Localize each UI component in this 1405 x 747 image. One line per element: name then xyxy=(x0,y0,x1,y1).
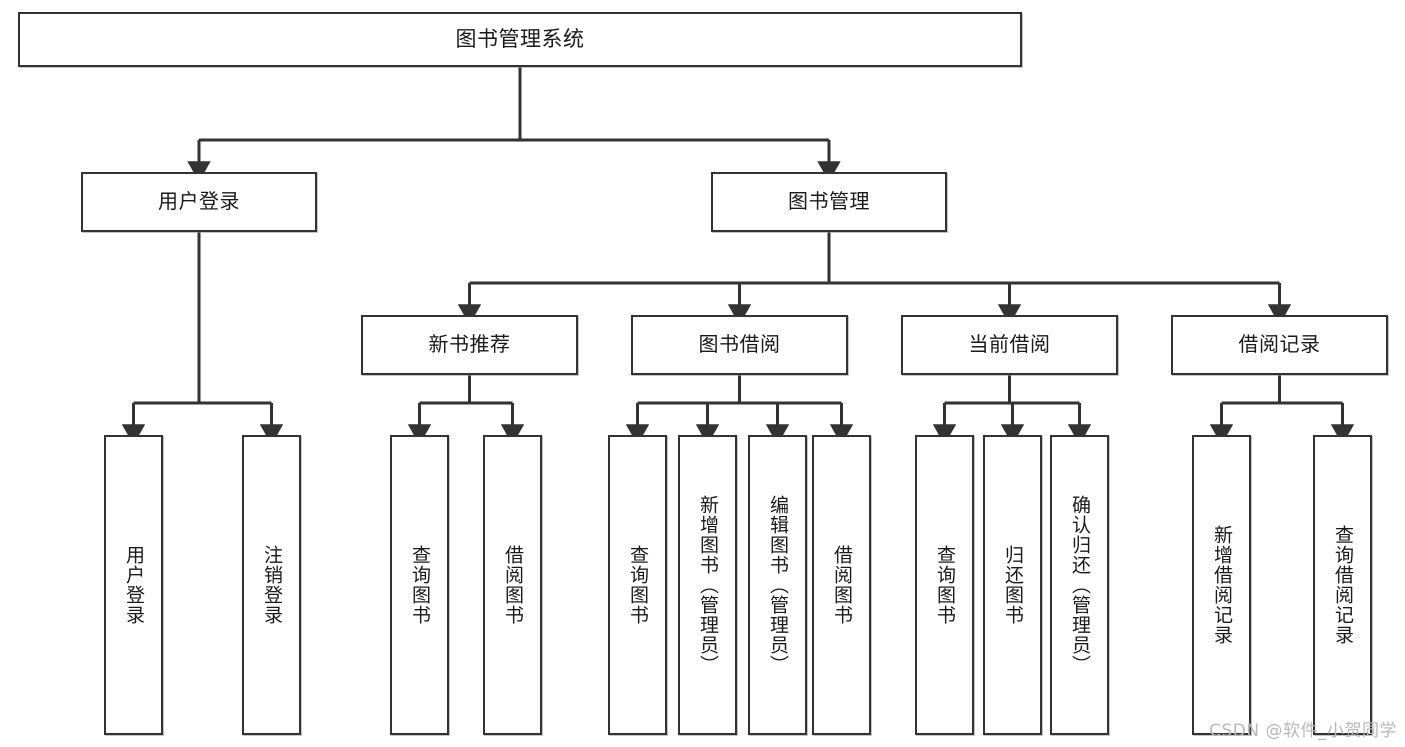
node-current-borrow-label: 当前借阅 xyxy=(968,332,1051,357)
node-leaf-add-book-admin-label: 新增图书（管理员） xyxy=(697,495,719,675)
node-book-borrow-label: 图书借阅 xyxy=(698,332,781,357)
node-new-book-recommend-label: 新书推荐 xyxy=(428,332,511,357)
node-leaf-borrow-book-rec[interactable]: 借阅图书 xyxy=(483,435,542,735)
node-leaf-user-login[interactable]: 用户登录 xyxy=(104,435,163,735)
node-leaf-query-book-cur[interactable]: 查询图书 xyxy=(915,435,974,735)
node-leaf-borrow-book-bor[interactable]: 借阅图书 xyxy=(812,435,871,735)
node-user-login[interactable]: 用户登录 xyxy=(81,172,317,232)
node-leaf-query-book-rec-label: 查询图书 xyxy=(409,545,431,625)
node-leaf-add-borrow-record-label: 新增借阅记录 xyxy=(1211,525,1233,645)
node-new-book-recommend[interactable]: 新书推荐 xyxy=(361,315,578,375)
node-leaf-return-book[interactable]: 归还图书 xyxy=(983,435,1042,735)
node-root-label: 图书管理系统 xyxy=(455,27,585,52)
node-borrow-record-label: 借阅记录 xyxy=(1238,332,1321,357)
node-leaf-user-login-label: 用户登录 xyxy=(123,545,145,625)
node-leaf-user-logout[interactable]: 注销登录 xyxy=(242,435,301,735)
node-book-manage-label: 图书管理 xyxy=(788,189,870,214)
node-root[interactable]: 图书管理系统 xyxy=(18,12,1022,67)
node-leaf-borrow-book-rec-label: 借阅图书 xyxy=(502,545,524,625)
node-leaf-borrow-book-bor-label: 借阅图书 xyxy=(831,545,853,625)
node-leaf-add-book-admin[interactable]: 新增图书（管理员） xyxy=(678,435,737,735)
node-leaf-edit-book-admin-label: 编辑图书（管理员） xyxy=(767,495,789,675)
node-leaf-confirm-return-admin-label: 确认归还（管理员） xyxy=(1069,495,1091,675)
node-book-borrow[interactable]: 图书借阅 xyxy=(631,315,848,375)
node-leaf-query-borrow-record[interactable]: 查询借阅记录 xyxy=(1313,435,1372,735)
node-book-manage[interactable]: 图书管理 xyxy=(711,172,947,232)
node-leaf-edit-book-admin[interactable]: 编辑图书（管理员） xyxy=(748,435,807,735)
node-current-borrow[interactable]: 当前借阅 xyxy=(901,315,1118,375)
node-leaf-confirm-return-admin[interactable]: 确认归还（管理员） xyxy=(1050,435,1109,735)
node-leaf-query-book-bor-label: 查询图书 xyxy=(627,545,649,625)
node-leaf-user-logout-label: 注销登录 xyxy=(261,545,283,625)
node-leaf-add-borrow-record[interactable]: 新增借阅记录 xyxy=(1192,435,1251,735)
node-leaf-query-book-bor[interactable]: 查询图书 xyxy=(608,435,667,735)
node-leaf-query-book-rec[interactable]: 查询图书 xyxy=(390,435,449,735)
node-borrow-record[interactable]: 借阅记录 xyxy=(1171,315,1388,375)
node-leaf-query-book-cur-label: 查询图书 xyxy=(934,545,956,625)
watermark-credit: CSDN @软件_小贺同学 xyxy=(1209,721,1397,741)
node-user-login-label: 用户登录 xyxy=(158,189,240,214)
node-leaf-query-borrow-record-label: 查询借阅记录 xyxy=(1332,525,1354,645)
node-leaf-return-book-label: 归还图书 xyxy=(1002,545,1024,625)
